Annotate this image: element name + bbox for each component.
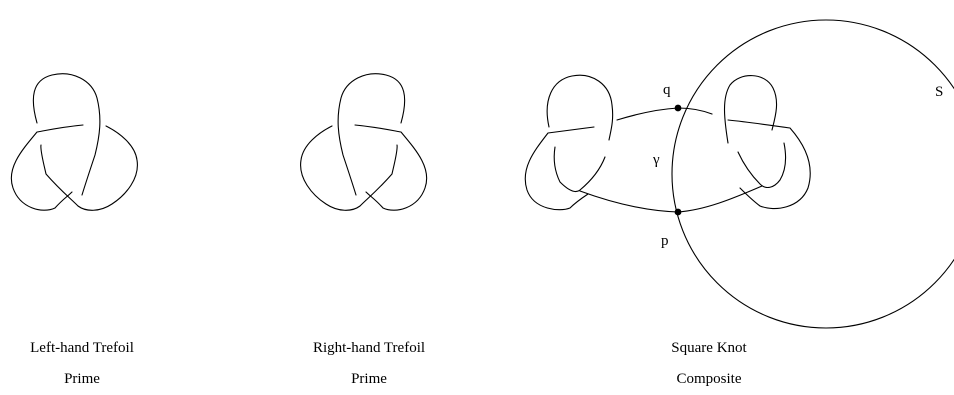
lh-trefoil-strand-2 bbox=[10, 124, 84, 211]
sq-left-strand-3 bbox=[553, 146, 606, 193]
caption-square-knot-name: Square Knot bbox=[671, 340, 747, 356]
label-q: q bbox=[663, 82, 671, 98]
sq-left-lower-join bbox=[579, 190, 679, 213]
lh-trefoil-strand-1 bbox=[32, 73, 101, 196]
caption-left-trefoil-type: Prime bbox=[64, 371, 100, 387]
point-q bbox=[674, 104, 682, 112]
caption-right-trefoil-type: Prime bbox=[351, 371, 387, 387]
sq-right-lower-join bbox=[677, 185, 763, 213]
square-knot-left-lobe bbox=[524, 74, 679, 213]
rh-trefoil-strand-3 bbox=[300, 125, 398, 211]
label-p: p bbox=[661, 233, 669, 249]
sq-left-strand-2 bbox=[524, 126, 595, 211]
caption-left-trefoil: Left-hand Trefoil Prime bbox=[0, 333, 192, 395]
caption-left-trefoil-name: Left-hand Trefoil bbox=[30, 340, 134, 356]
label-sphere: S bbox=[935, 84, 943, 100]
square-knot-right-lobe bbox=[677, 75, 811, 213]
caption-square-knot: Square Knot Composite bbox=[599, 333, 819, 395]
sq-right-strand-3 bbox=[737, 142, 787, 189]
lh-trefoil-strand-3 bbox=[40, 125, 138, 211]
sq-right-strand-2 bbox=[727, 119, 811, 210]
left-hand-trefoil bbox=[10, 73, 138, 211]
sq-right-strand-1 bbox=[723, 75, 778, 144]
right-hand-trefoil bbox=[300, 73, 428, 211]
separating-sphere bbox=[671, 19, 954, 329]
rh-trefoil-strand-2 bbox=[354, 124, 428, 211]
sq-upper-join bbox=[616, 107, 713, 121]
caption-right-trefoil-name: Right-hand Trefoil bbox=[312, 340, 426, 356]
point-p bbox=[674, 208, 682, 216]
label-gamma: γ bbox=[652, 152, 660, 168]
caption-square-knot-type: Composite bbox=[676, 371, 742, 387]
sq-left-strand-1 bbox=[546, 74, 614, 141]
caption-right-trefoil: Right-hand Trefoil Prime bbox=[259, 333, 479, 395]
rh-trefoil-strand-1 bbox=[337, 73, 406, 196]
